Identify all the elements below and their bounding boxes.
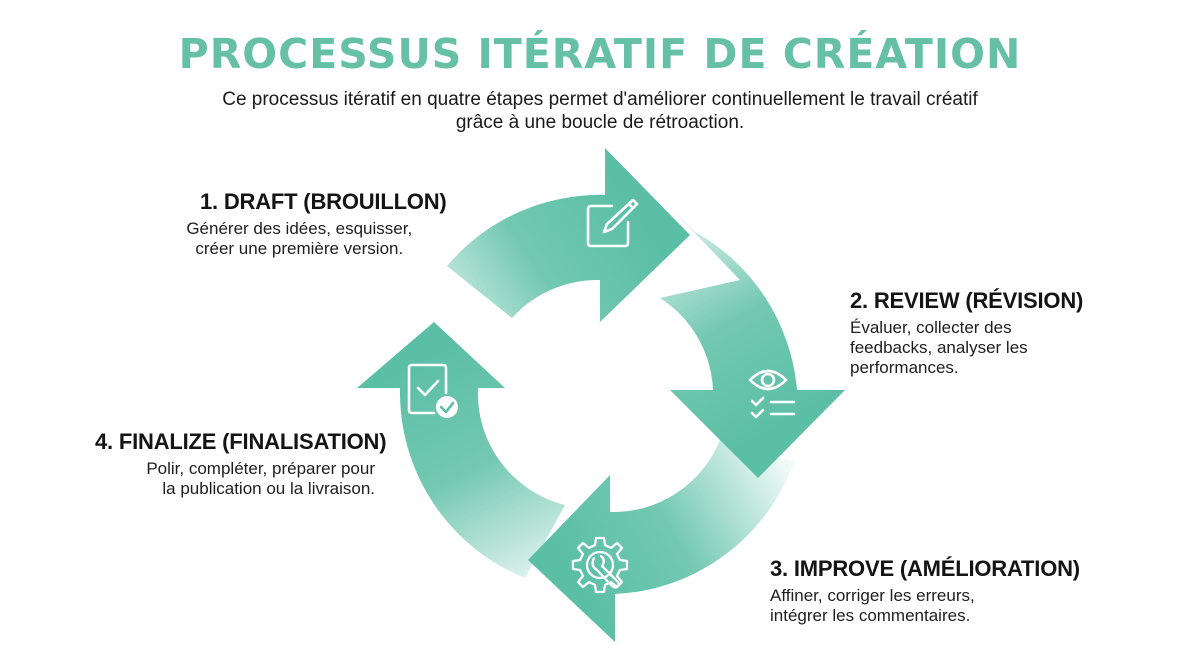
arrow-finalize [357,322,565,578]
desc-line: Affiner, corriger les erreurs, [770,586,975,605]
desc-line: la publication ou la livraison. [162,479,375,498]
step-finalize: 4. FINALIZE (FINALISATION) Polir, complé… [95,429,387,499]
page-subtitle: Ce processus itératif en quatre étapes p… [0,88,1200,134]
desc-line: créer une première version. [195,239,404,258]
desc-line: Polir, compléter, préparer pour [146,459,375,478]
subtitle-line: Ce processus itératif en quatre étapes p… [222,89,978,110]
step-description: Polir, compléter, préparer pour la publi… [95,459,375,499]
step-description: Évaluer, collecter des feedbacks, analys… [850,318,1083,378]
document-check-icon [407,363,458,418]
step-draft: 1. DRAFT (BROUILLON) Générer des idées, … [160,189,447,259]
desc-line: intégrer les commentaires. [770,606,971,625]
step-description: Générer des idées, esquisser, créer une … [152,219,447,259]
step-title: 4. FINALIZE (FINALISATION) [95,429,387,454]
page-title: PROCESSUS ITÉRATIF DE CRÉATION [178,30,1022,78]
edit-pencil-icon [586,198,639,248]
desc-line: Évaluer, collecter des [850,318,1012,337]
arrow-review [660,200,845,478]
arrow-draft [447,148,690,322]
eye-checklist-icon [748,369,796,419]
step-title: 2. REVIEW (RÉVISION) [850,288,1084,313]
desc-line: feedbacks, analyser les [850,338,1028,357]
step-title: 1. DRAFT (BROUILLON) [200,189,447,214]
desc-line: Générer des idées, esquisser, [186,219,413,238]
step-improve: 3. IMPROVE (AMÉLIORATION) Affiner, corri… [770,556,1080,626]
subtitle-line: grâce à une boucle de rétroaction. [455,112,745,133]
step-description: Affiner, corriger les erreurs, intégrer … [770,586,1080,626]
step-title: 3. IMPROVE (AMÉLIORATION) [770,556,1080,581]
arrow-improve [528,440,794,642]
desc-line: performances. [850,358,959,377]
step-review: 2. REVIEW (RÉVISION) Évaluer, collecter … [850,288,1083,378]
gear-wrench-icon [571,536,629,594]
